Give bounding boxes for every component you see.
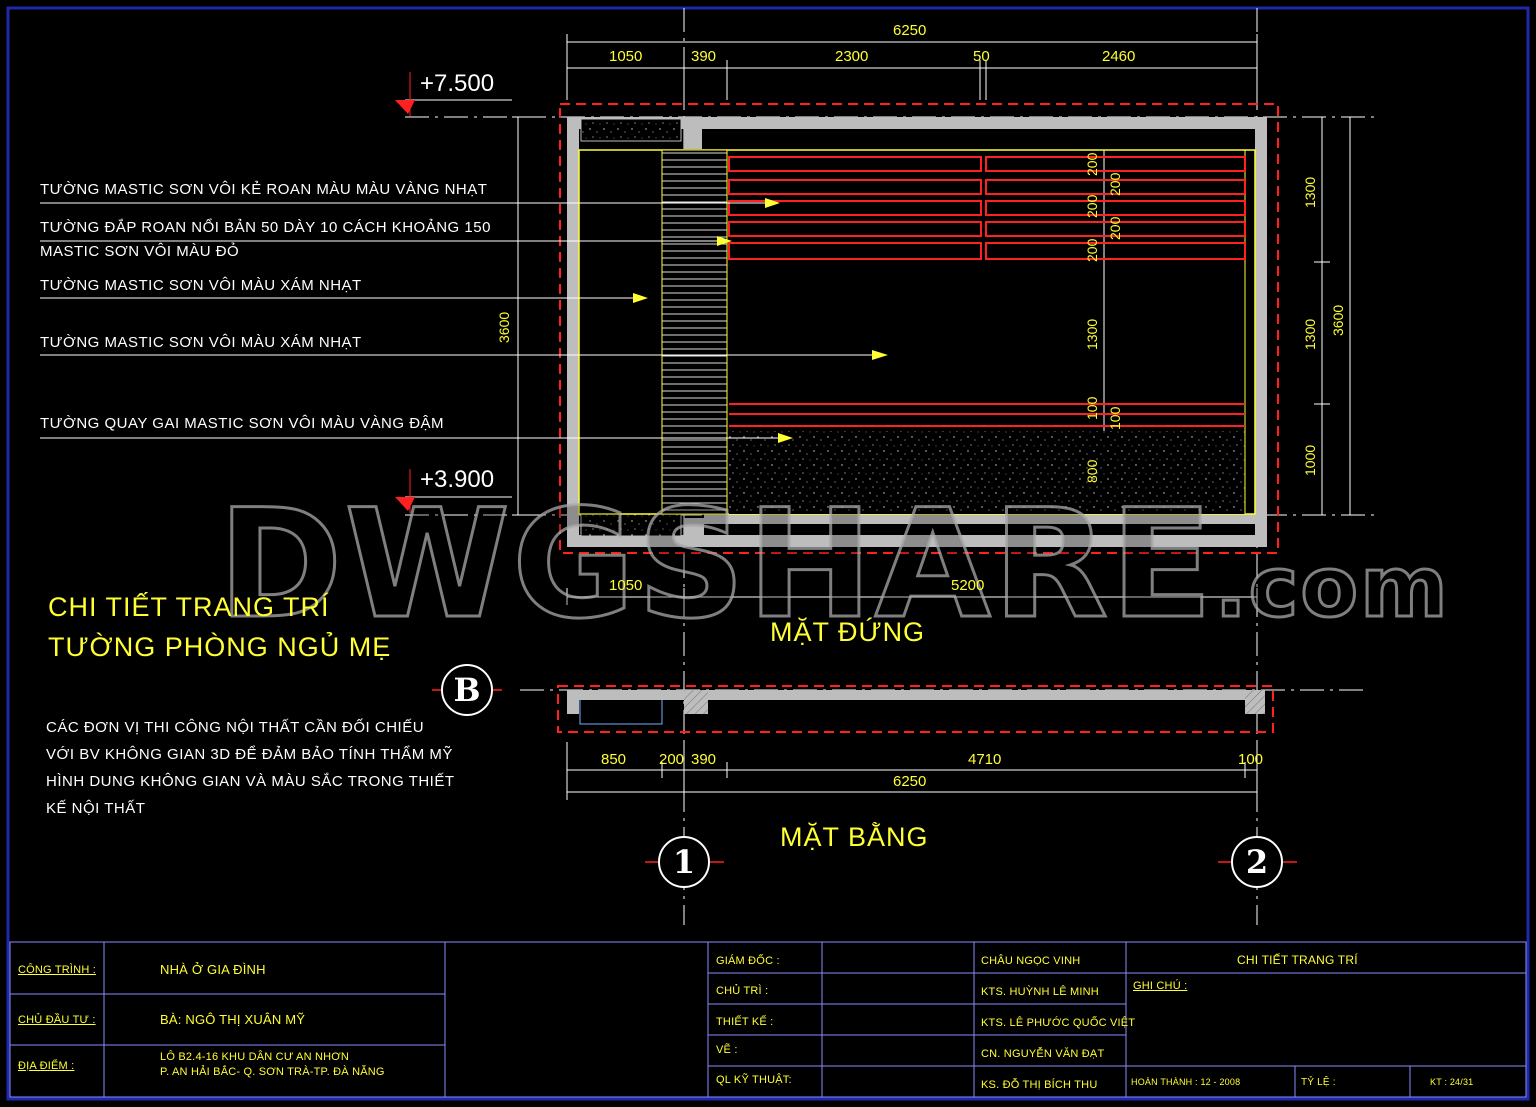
plan-title: MẶT BẰNG [780,822,929,852]
watermark: DWGSHARE.com [217,477,1450,654]
tb-location-line1: LÔ B2.4-16 KHU DÂN CƯ AN NHƠN [160,1051,350,1063]
axis-marker-1: 1 [658,836,710,888]
inner-panel [578,149,1256,515]
level-top: +7.500 [420,70,495,97]
note-line-2: VỚI BV KHÔNG GIAN 3D ĐỂ ĐẢM BẢO TÍNH THẨ… [46,746,453,763]
title-block-grid [9,941,1527,1098]
tb-role-2: CHỦ TRÌ : [716,985,769,997]
elevation-outline [559,103,1279,554]
dim-inner-6: 1300 [1084,318,1100,350]
dim-inner-2: 200 [1107,172,1123,196]
plan-dim-total: 6250 [893,773,927,790]
plan-dim-5: 100 [1238,751,1264,768]
tb-name-2: KTS. HUỲNH LÊ MINH [981,986,1099,998]
dim-right-3: 1000 [1302,444,1318,476]
tb-name-4: CN. NGUYỄN VĂN ĐẠT [981,1048,1105,1060]
dim-bottom-1: 1050 [609,577,643,594]
dim-inner-4: 200 [1107,216,1123,240]
dim-left-total: 3600 [496,311,512,343]
plan-dims [566,742,1258,800]
leader-arrows [633,198,888,443]
annotation-6: TƯỜNG QUAY GAI MASTIC SƠN VÔI MÀU VÀNG Đ… [40,415,445,432]
annotation-4: TƯỜNG MASTIC SƠN VÔI MÀU XÁM NHẠT [40,277,362,294]
dim-top-1: 1050 [609,48,643,65]
dim-top-total: 6250 [893,22,927,39]
tb-scale: TỶ LỆ : [1301,1077,1336,1088]
level-markers [395,72,512,513]
dim-inner-5: 200 [1084,238,1100,262]
tb-sheet-no: KT : 24/31 [1430,1077,1474,1087]
note-line-3: HÌNH DUNG KHÔNG GIAN VÀ MÀU SẮC TRONG TH… [46,773,455,790]
dim-top-4: 50 [973,48,990,65]
dim-inner-1: 200 [1084,152,1100,176]
elevation-walls [567,117,1267,547]
tb-role-1: GIÁM ĐỐC : [716,955,780,967]
dim-bottom-2: 5200 [951,577,985,594]
leader-lines [40,202,876,439]
axis-marker-2: 2 [1231,836,1283,888]
tb-project-label: CÔNG TRÌNH : [18,964,96,976]
annotation-1: TƯỜNG MASTIC SƠN VÔI KẺ ROAN MÀU MÀU VÀN… [40,181,488,198]
top-dimensions [566,34,1258,100]
annotation-3: MASTIC SƠN VÔI MÀU ĐỎ [40,243,240,260]
plan-dim-4: 4710 [968,751,1002,768]
sheet-border [6,6,1530,1101]
dim-top-5: 2460 [1102,48,1136,65]
elevation-bottom-dims [566,588,1258,605]
plan-view [557,685,1274,733]
elevation-title: MẶT ĐỨNG [770,617,926,647]
detail-title-line2: TƯỜNG PHÒNG NGỦ MẸ [48,632,392,662]
tb-name-1: CHÂU NGỌC VINH [981,955,1081,967]
tb-project-value: NHÀ Ở GIA ĐÌNH [160,962,266,977]
red-grooves [728,156,1246,427]
note-line-4: KẾ NỘI THẤT [46,800,146,817]
dim-right-total: 3600 [1330,304,1346,336]
tb-location-label: ĐỊA ĐIỂM : [18,1060,75,1072]
dim-right-1: 1300 [1302,176,1318,208]
plan-dim-3: 390 [691,751,717,768]
tb-location-line2: P. AN HẢI BẮC- Q. SƠN TRÀ-TP. ĐÀ NẴNG [160,1066,385,1078]
tb-role-4: VẼ : [716,1044,738,1056]
tb-name-3: KTS. LÊ PHƯỚC QUỐC VIỆT [981,1017,1136,1029]
tb-role-5: QL KỸ THUẬT: [716,1074,792,1086]
annotation-5: TƯỜNG MASTIC SƠN VÔI MÀU XÁM NHẠT [40,334,362,351]
tb-completed: HOÀN THÀNH : 12 - 2008 [1131,1077,1241,1087]
tb-notes-label: GHI CHÚ : [1133,980,1188,992]
annotation-2: TƯỜNG ĐẮP ROAN NỔI BẢN 50 DÀY 10 CÁCH KH… [40,219,491,236]
section-marker-b: B [441,664,493,716]
left-dimension [512,116,524,516]
tb-name-5: KS. ĐỖ THỊ BÍCH THU [981,1079,1098,1091]
tb-sheet-title: CHI TIẾT TRANG TRÍ [1237,953,1358,967]
dim-inner-7: 100 [1084,396,1100,420]
plan-dim-2: 200 [659,751,685,768]
tb-role-3: THIẾT KẾ : [716,1016,774,1028]
dim-inner-8: 100 [1107,406,1123,430]
level-bottom: +3.900 [420,466,495,493]
detail-title-line1: CHI TIẾT TRANG TRÍ [48,592,330,622]
dim-top-3: 2300 [835,48,869,65]
dim-right-2: 1300 [1302,318,1318,350]
tb-investor-value: BÀ: NGÔ THỊ XUÂN MỸ [160,1012,306,1027]
tb-investor-label: CHỦ ĐẦU TƯ : [18,1014,96,1026]
dim-inner-3: 200 [1084,194,1100,218]
note-line-1: CÁC ĐƠN VỊ THI CÔNG NỘI THẤT CẦN ĐỐI CHI… [46,719,425,736]
plan-dim-1: 850 [601,751,627,768]
dim-top-2: 390 [691,48,717,65]
